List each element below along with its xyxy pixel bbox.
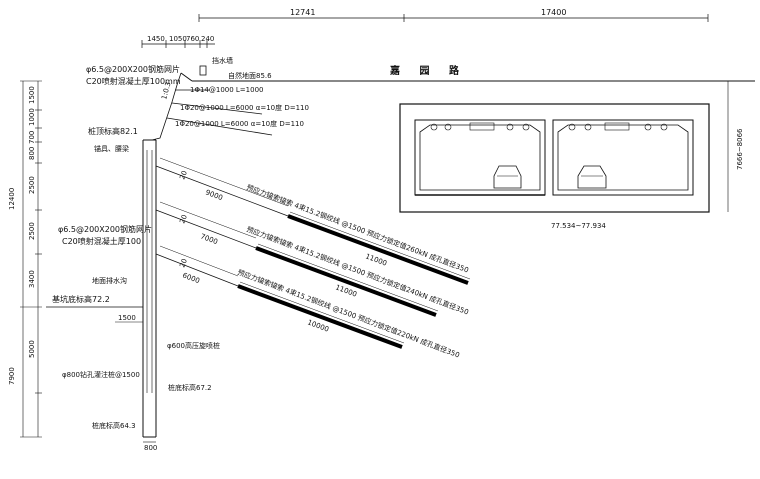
- left-dimensions: [20, 80, 42, 438]
- dim-seg-3: 700: [28, 131, 36, 144]
- note-pile: φ800钻孔灌注桩@1500: [62, 370, 140, 379]
- note-pile-bottom: 桩底标高67.2: [168, 383, 212, 392]
- top-dimension: [141, 14, 709, 48]
- tunnel-caption: 77.534~77.934: [551, 222, 606, 230]
- note-nail-2: 1Φ20@1000 L=6000 α=10度 D=110: [180, 103, 309, 112]
- anchor-2-free: 7000: [199, 232, 219, 246]
- dim-small-4: 240: [201, 35, 214, 43]
- upper-slope: [151, 72, 273, 141]
- anchor-1-angle: 20: [178, 170, 189, 181]
- dim-seg-7: 3400: [28, 270, 36, 288]
- note-berm: 1500: [118, 314, 136, 322]
- note-pile-top: 桩顶标高82.1: [88, 126, 138, 136]
- dim-left-span: 12741: [290, 8, 315, 17]
- dim-total-bottom: 7900: [8, 367, 16, 385]
- pile-width: 800: [144, 444, 157, 452]
- dim-right-span: 17400: [541, 8, 566, 17]
- dim-seg-1: 1500: [28, 86, 36, 104]
- dim-small-2: 1050: [169, 35, 187, 43]
- anchor-3-angle: 20: [178, 258, 189, 269]
- dim-seg-4: 800: [28, 147, 36, 160]
- anchor-2-angle: 20: [178, 214, 189, 225]
- dim-small-1: 1450: [147, 35, 165, 43]
- anchor-3-free: 6000: [181, 271, 201, 285]
- note-mesh-2: φ6.5@200X200钢筋网片: [58, 224, 152, 234]
- dim-seg-8: 5000: [28, 340, 36, 358]
- dim-seg-5: 2500: [28, 176, 36, 194]
- note-pit-bottom: 基坑底标高72.2: [52, 294, 110, 304]
- tunnel-side-dim: 7666~8066: [736, 128, 744, 170]
- note-drain: 地面排水沟: [92, 276, 127, 285]
- note-concrete: C20喷射混凝土厚100mm: [86, 76, 181, 86]
- dim-seg-2: 1000: [28, 108, 36, 126]
- anchor-1-label: 预应力锚索锚索 4束15.2钢绞线 @1500 预应力锁定值260kN 成孔直径…: [245, 182, 470, 274]
- note-mesh: φ6.5@200X200钢筋网片: [86, 64, 180, 74]
- dim-small-3: 760: [186, 35, 199, 43]
- note-pile-tip: 桩底标高64.3: [92, 421, 136, 430]
- note-jet: φ600高压旋喷桩: [167, 341, 220, 350]
- note-anchor-head: 锚具、腰梁: [94, 144, 129, 153]
- water-stop-wall: [199, 65, 207, 76]
- note-water-stop: 挡水墙: [212, 56, 233, 65]
- note-concrete-2: C20喷射混凝土厚100: [62, 236, 141, 246]
- tunnel-section: [399, 103, 710, 213]
- dim-total-top: 12400: [8, 188, 16, 210]
- road-name: 嘉 园 路: [389, 64, 467, 77]
- pile-wall: [142, 139, 157, 438]
- note-nail-3: 1Φ20@1000 L=6000 α=10度 D=110: [175, 119, 304, 128]
- anchor-1-bond: 11000: [364, 252, 388, 267]
- slope-top: [180, 72, 193, 82]
- dim-seg-6: 2500: [28, 222, 36, 240]
- anchors: [155, 157, 471, 349]
- note-ground: 自然地面85.6: [228, 71, 272, 80]
- note-nail-1: 1Φ14@1000 L=1000: [190, 86, 264, 94]
